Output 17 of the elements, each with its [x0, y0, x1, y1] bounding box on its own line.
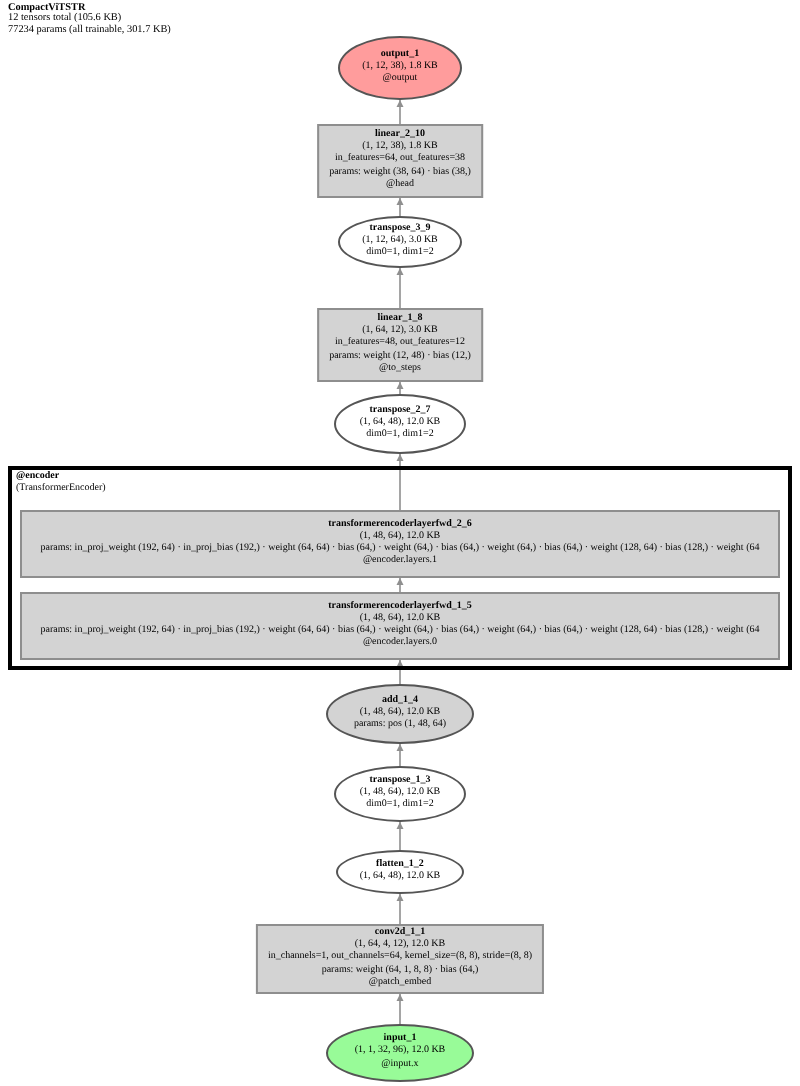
process-box [255, 924, 545, 994]
connector-arrow [396, 893, 404, 925]
connector-arrow [396, 993, 404, 1025]
connector-arrow [396, 99, 404, 125]
connector-arrow [396, 821, 404, 851]
process-box [20, 592, 780, 660]
process-box [20, 510, 780, 578]
connector-arrow [396, 453, 404, 511]
connector-arrow [396, 743, 404, 767]
connector-arrow [396, 381, 404, 395]
connector-arrow [396, 197, 404, 217]
process-box [317, 308, 483, 382]
group-frame [8, 466, 792, 670]
connector-arrow [396, 267, 404, 309]
connector-arrow [396, 659, 404, 685]
connector-arrow [396, 577, 404, 593]
process-box [317, 124, 483, 198]
